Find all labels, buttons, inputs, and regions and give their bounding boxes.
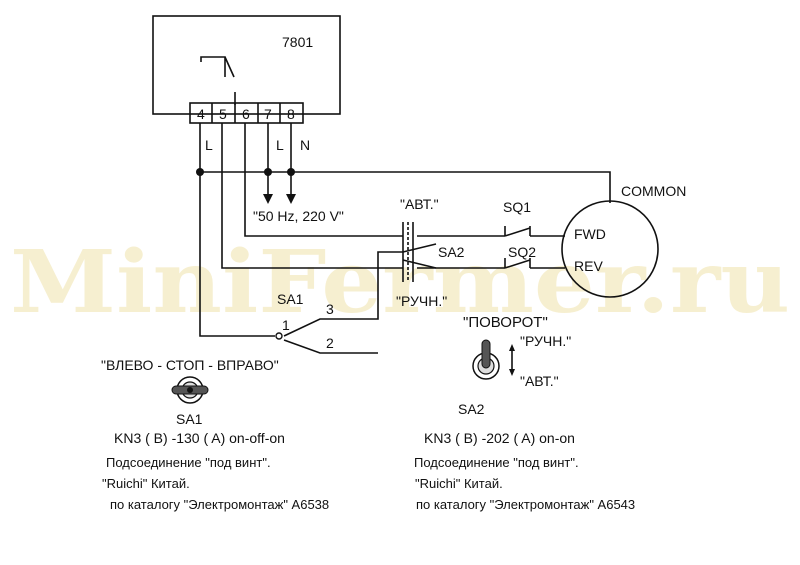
line-label-n-8: N	[300, 137, 310, 153]
sa1-name: SA1	[176, 411, 203, 427]
sa2-spec-3: "Ruichi" Китай.	[415, 476, 503, 491]
power-label: "50 Hz, 220 V"	[253, 208, 344, 224]
motor: COMMON FWD REV	[561, 183, 686, 298]
relay-model-label: 7801	[282, 34, 313, 50]
terminal-8: 8	[287, 106, 295, 122]
sa2-toggle: "ПОВОРОТ" "РУЧН." "АВТ." SA2 KN3 ( B) -2…	[414, 314, 635, 512]
sa1-pin-3: 3	[326, 301, 334, 317]
sa2-caption: "ПОВОРОТ"	[463, 314, 548, 331]
power-input: "50 Hz, 220 V"	[196, 168, 344, 224]
sq1-label: SQ1	[503, 199, 531, 215]
sa1-toggle: "ВЛЕВО - СТОП - ВПРАВО" SA1 KN3 ( B) -13…	[101, 357, 329, 512]
updown-arrow-icon	[509, 344, 515, 376]
terminal-7: 7	[264, 106, 272, 122]
terminal-6: 6	[242, 106, 250, 122]
watermark: MiniFermer.ru	[10, 232, 790, 333]
sa1-pin-1: 1	[282, 317, 290, 333]
sa1-spec-3: "Ruichi" Китай.	[102, 476, 190, 491]
line-label-l-4: L	[205, 137, 213, 153]
terminal-5: 5	[219, 106, 227, 122]
sa2-spec-2: Подсоединение "под винт".	[414, 455, 579, 470]
limit-switches: SQ1 SQ2	[503, 199, 536, 269]
arrow-down-icon	[263, 194, 273, 204]
junction-dot	[196, 168, 204, 176]
avt-label: "АВТ."	[400, 196, 439, 212]
terminal-4: 4	[197, 106, 205, 122]
sa2-name: SA2	[458, 401, 485, 417]
wires	[199, 123, 611, 354]
sa2-pos-ruchn: "РУЧН."	[520, 333, 571, 349]
sa2-label: SA2	[438, 244, 465, 260]
sa1-spec-2: Подсоединение "под винт".	[106, 455, 271, 470]
sa2-spec-4: по каталогу "Электромонтаж" А6543	[416, 497, 635, 512]
relay-7801: 7801 4 5 6 7 8	[152, 15, 341, 124]
sa2-spec-1: KN3 ( B) -202 ( A) on-on	[424, 430, 575, 446]
sa2-pos-avt: "АВТ."	[520, 373, 559, 389]
motor-fwd-label: FWD	[574, 226, 606, 242]
sa1-spec-1: KN3 ( B) -130 ( A) on-off-on	[114, 430, 285, 446]
sa1-symbol-label: SA1	[277, 291, 304, 307]
sa1-pin-dot	[275, 332, 283, 340]
toggle-switch-icon	[171, 376, 209, 404]
sa1-pin-2: 2	[326, 335, 334, 351]
motor-rev-label: REV	[574, 258, 603, 274]
motor-common-label: COMMON	[621, 183, 686, 199]
arrow-down-icon	[286, 194, 296, 204]
sa1-caption: "ВЛЕВО - СТОП - ВПРАВО"	[101, 357, 279, 373]
sa1-switch-symbol: SA1 1 3 2	[275, 291, 334, 351]
line-label-l-7: L	[276, 137, 284, 153]
sa2-switch-symbol: "АВТ." "РУЧН." SA2	[396, 196, 465, 309]
sa1-spec-4: по каталогу "Электромонтаж" А6538	[110, 497, 329, 512]
ruchn-label: "РУЧН."	[396, 293, 447, 309]
sq2-label: SQ2	[508, 244, 536, 260]
toggle-switch-icon	[472, 339, 500, 380]
